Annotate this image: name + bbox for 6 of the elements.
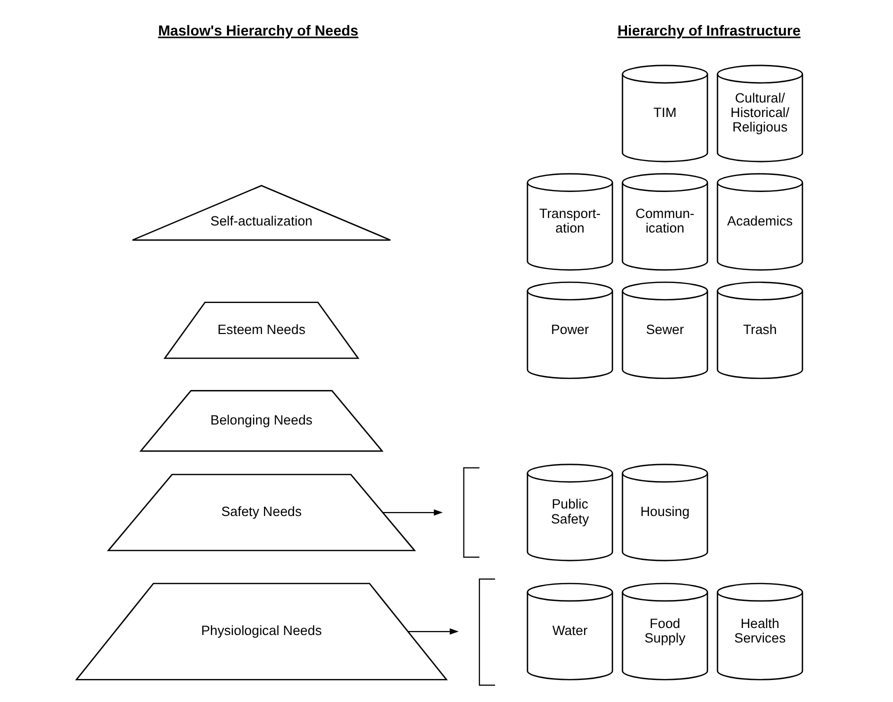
node-bracket [462,467,479,558]
label: Hierarchy of Infrastructure [616,24,800,40]
label: Maslow's Hierarchy of Needs [158,24,358,40]
arrow [408,628,458,635]
arrow [382,509,442,516]
node-bracket [478,578,495,686]
